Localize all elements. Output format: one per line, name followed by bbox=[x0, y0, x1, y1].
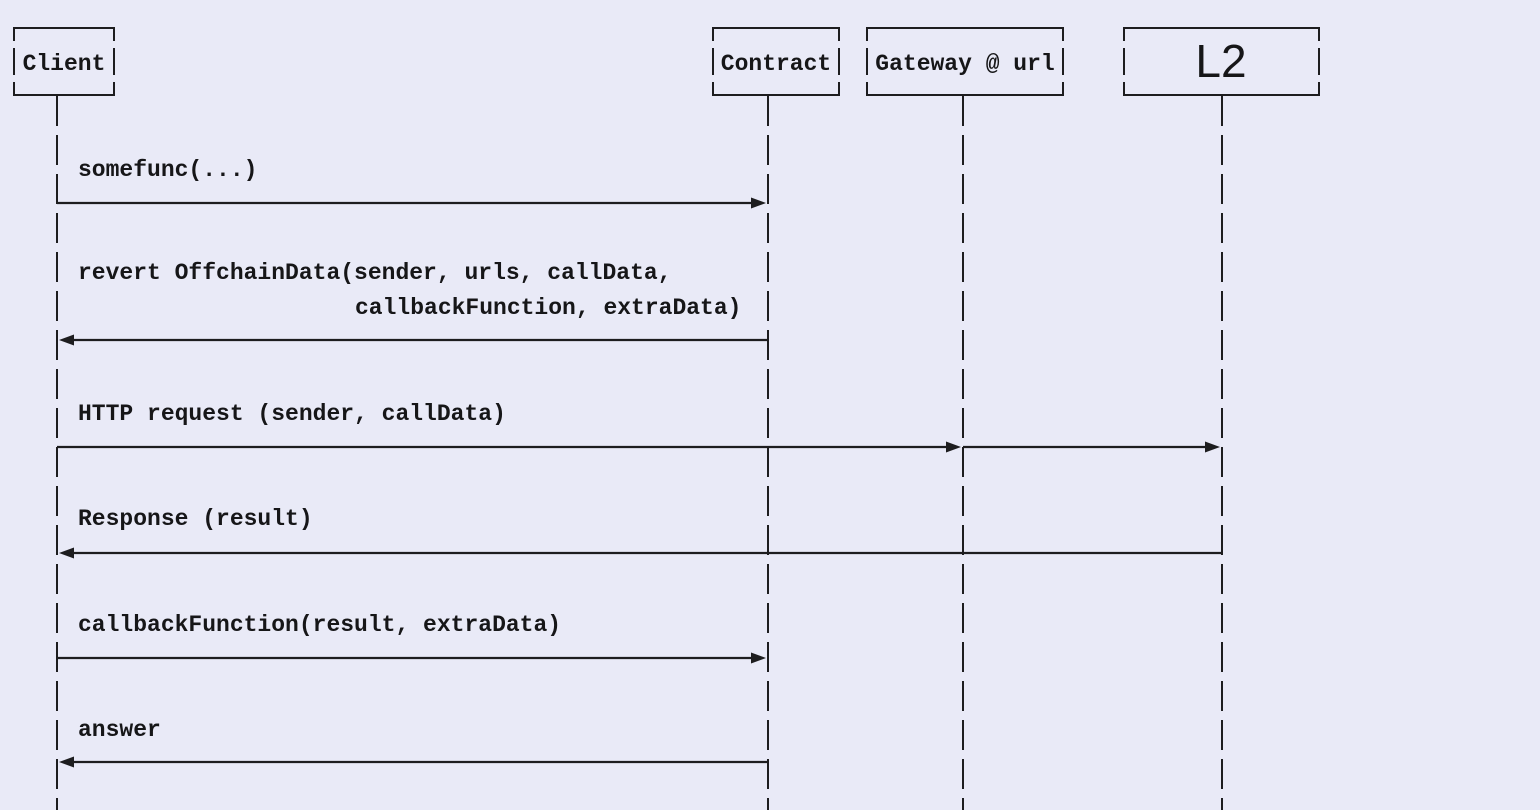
message-answer: answer bbox=[59, 717, 768, 768]
actor-box-l2: L2 bbox=[1123, 27, 1320, 96]
message-somefunc: somefunc(...) bbox=[57, 157, 766, 209]
message-revert-line1: revert OffchainData(sender, urls, callDa… bbox=[78, 260, 672, 286]
arrowhead-right-icon bbox=[1205, 441, 1220, 453]
actor-label-l2: L2 bbox=[1195, 35, 1246, 87]
message-response-label: Response (result) bbox=[78, 506, 313, 532]
arrowhead-right-icon bbox=[751, 652, 766, 664]
actor-box-client: Client bbox=[13, 27, 115, 96]
actor-label-gateway: Gateway @ url bbox=[875, 51, 1054, 77]
arrowhead-left-icon bbox=[59, 334, 74, 346]
message-callback-function: callbackFunction(result, extraData) bbox=[57, 612, 766, 664]
arrowhead-right-icon bbox=[751, 197, 766, 209]
actor-label-client: Client bbox=[23, 51, 106, 77]
arrowhead-left-icon bbox=[59, 547, 74, 559]
actor-label-contract: Contract bbox=[721, 51, 831, 77]
message-revert-line2: callbackFunction, extraData) bbox=[355, 295, 741, 321]
arrowhead-left-icon bbox=[59, 756, 74, 768]
message-answer-label: answer bbox=[78, 717, 161, 743]
message-callback-function-label: callbackFunction(result, extraData) bbox=[78, 612, 561, 638]
message-response: Response (result) bbox=[59, 506, 1222, 559]
message-somefunc-label: somefunc(...) bbox=[78, 157, 257, 183]
message-http-request: HTTP request (sender, callData) bbox=[57, 401, 1220, 453]
message-revert-offchaindata: revert OffchainData(sender, urls, callDa… bbox=[59, 260, 768, 346]
arrowhead-right-icon bbox=[946, 441, 961, 453]
actor-box-gateway: Gateway @ url bbox=[866, 27, 1064, 96]
actor-box-contract: Contract bbox=[712, 27, 840, 96]
message-http-request-label: HTTP request (sender, callData) bbox=[78, 401, 506, 427]
